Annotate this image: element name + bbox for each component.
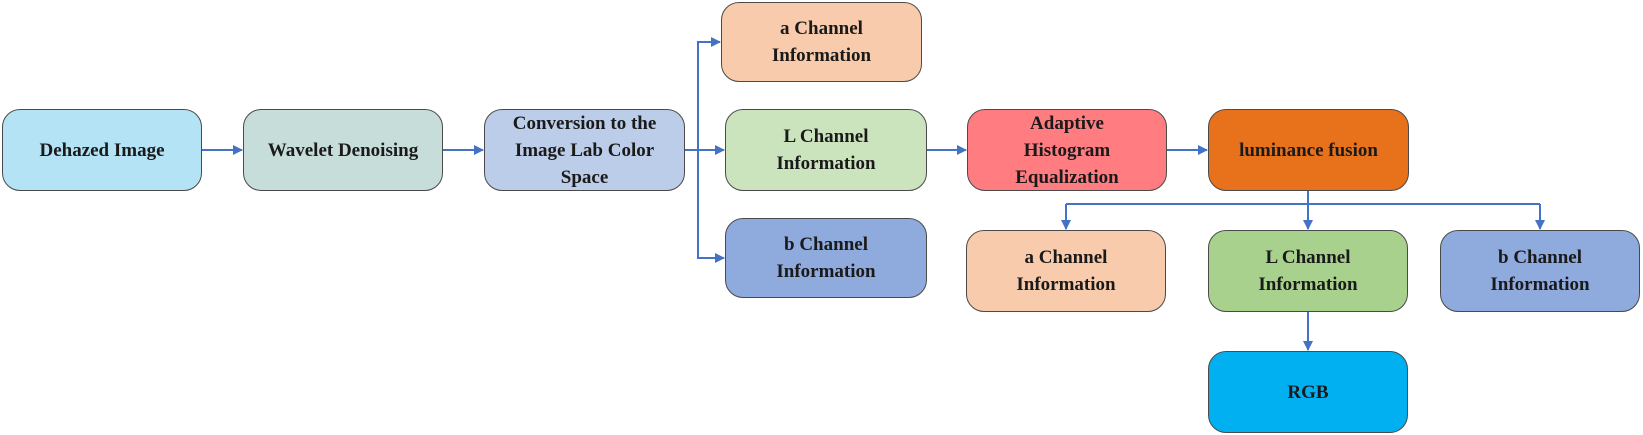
node-rgb-label: RGB: [1287, 381, 1329, 403]
node-luminance-fusion-label: luminance fusion: [1239, 139, 1378, 161]
node-rgb: RGB: [1208, 351, 1408, 433]
node-adaptive-histogram-equalization: Adaptive Histogram Equalization: [967, 109, 1167, 191]
node-b-channel-bottom: b Channel Information: [1440, 230, 1640, 312]
node-luminance-fusion: luminance fusion: [1208, 109, 1409, 191]
node-a-channel-bottom-label: a Channel Information: [1016, 247, 1116, 295]
node-l-channel-top-label: L Channel Information: [776, 126, 876, 174]
node-l-channel-top: L Channel Information: [725, 109, 927, 191]
node-dehazed-image-label: Dehazed Image: [39, 139, 165, 161]
node-lab-conversion: Conversion to the Image Lab Color Space: [484, 109, 685, 191]
node-a-channel-top: a Channel Information: [721, 2, 922, 82]
node-b-channel-top: b Channel Information: [725, 218, 927, 298]
arrow-lab-to-a-channel: [697, 37, 721, 150]
node-l-channel-bottom-label: L Channel Information: [1258, 247, 1358, 295]
node-a-channel-bottom: a Channel Information: [966, 230, 1166, 312]
node-a-channel-top-label: a Channel Information: [771, 18, 872, 66]
node-wavelet-denoising: Wavelet Denoising: [243, 109, 443, 191]
node-dehazed-image: Dehazed Image: [2, 109, 202, 191]
node-adaptive-histogram-equalization-label: Adaptive Histogram Equalization: [1015, 112, 1119, 188]
node-lab-conversion-label: Conversion to the Image Lab Color Space: [512, 112, 657, 188]
node-wavelet-denoising-label: Wavelet Denoising: [267, 139, 419, 161]
node-b-channel-bottom-label: b Channel Information: [1490, 247, 1590, 295]
node-b-channel-top-label: b Channel Information: [776, 234, 876, 282]
arrow-lab-to-b-channel: [697, 150, 725, 263]
node-l-channel-bottom: L Channel Information: [1208, 230, 1408, 312]
